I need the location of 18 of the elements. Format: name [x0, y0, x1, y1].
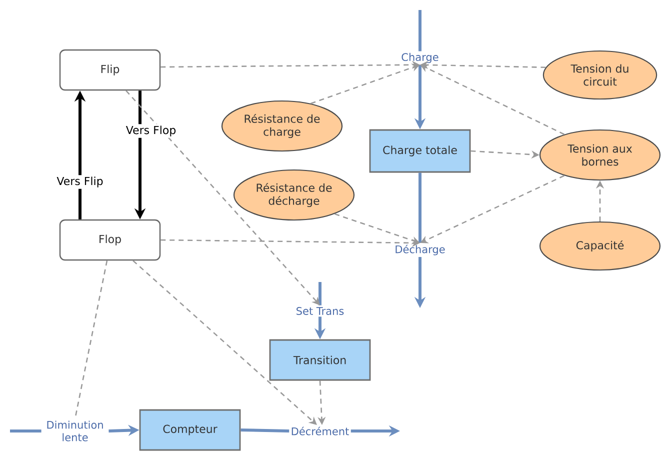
stock-box: Transition	[269, 339, 371, 381]
flow-label: Set Trans	[296, 307, 344, 315]
state-box: Flip	[59, 49, 161, 91]
flow-label: Décrément	[292, 426, 349, 436]
edge-label: Vers Flip	[55, 175, 105, 189]
flow-line	[418, 172, 422, 243]
edge-label: Vers Flop	[124, 124, 178, 138]
stock-box: Compteur	[139, 409, 241, 451]
flow-line	[240, 428, 290, 432]
state-box: Flop	[59, 219, 161, 261]
dependency-arrow	[132, 260, 317, 425]
flow-label: Diminution lente	[47, 420, 103, 442]
flow-label: Charge	[402, 52, 438, 64]
flow-line	[318, 282, 322, 306]
flow-line	[418, 10, 422, 52]
stock-box: Charge totale	[369, 129, 471, 173]
flow-label: Décharge	[396, 244, 445, 256]
flow-line	[10, 430, 42, 432]
